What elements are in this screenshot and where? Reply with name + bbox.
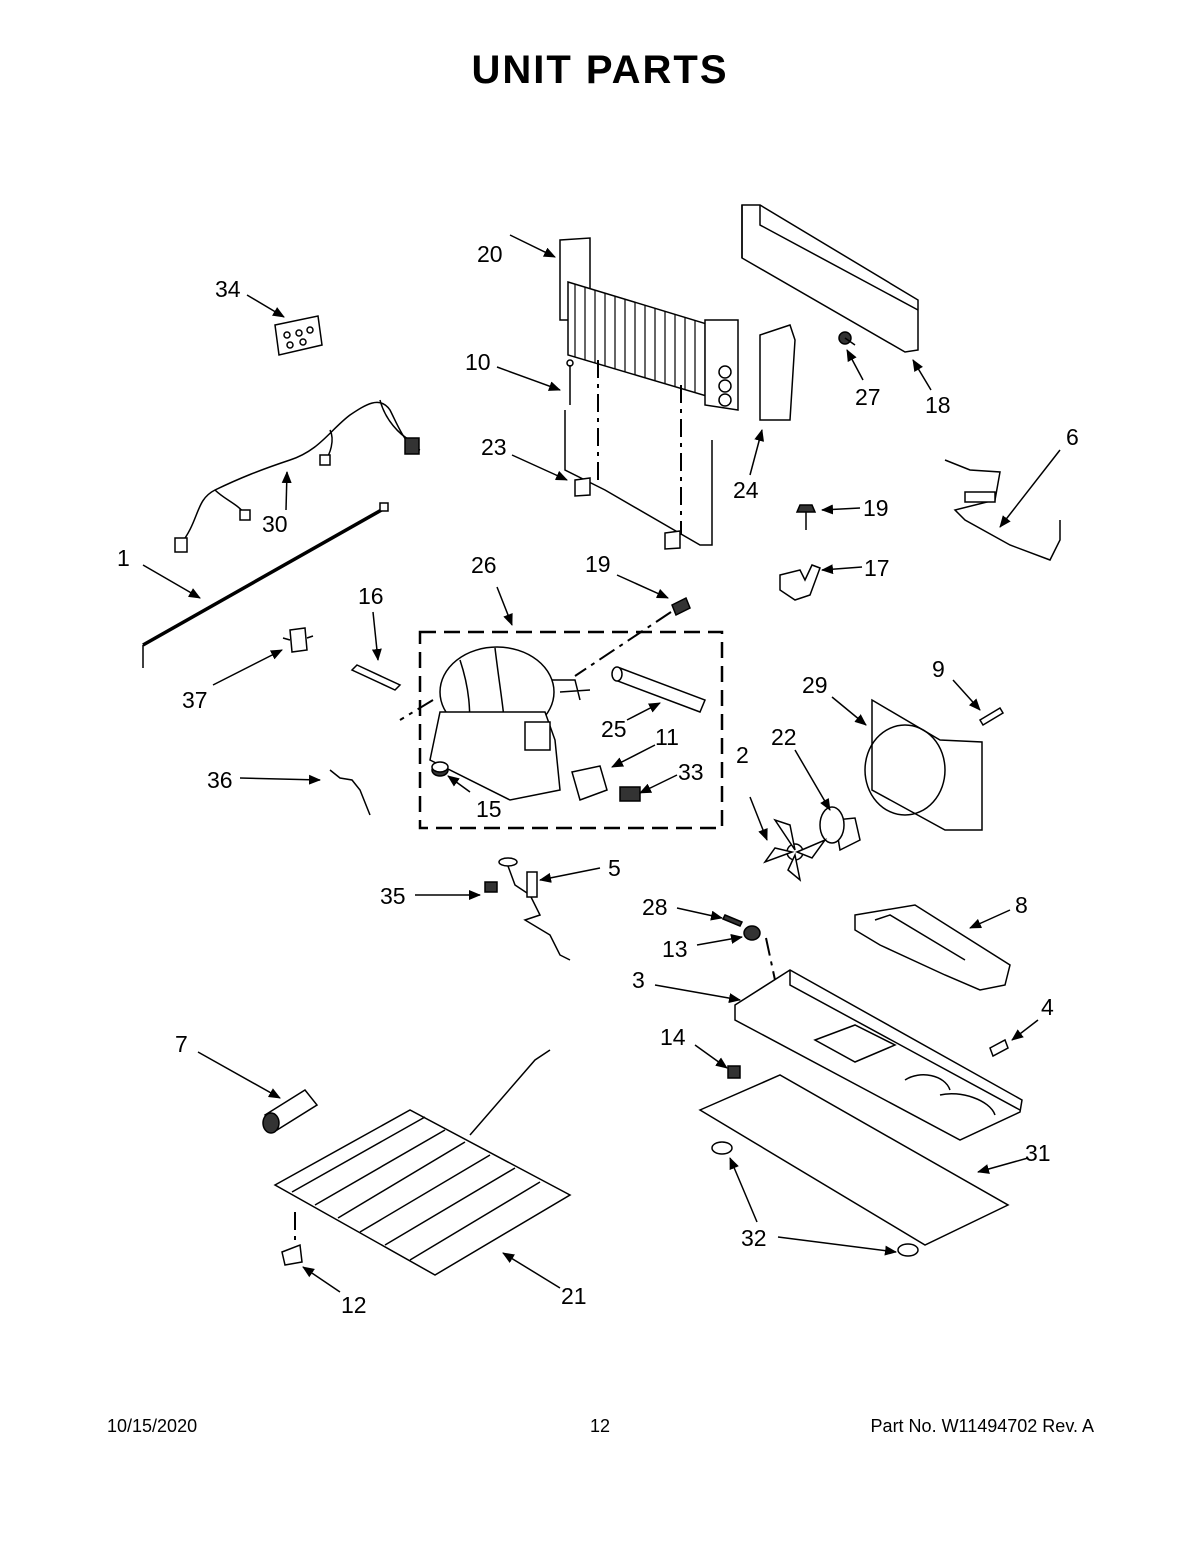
screw-compressor-part [671, 596, 691, 617]
callout-22: 22 [771, 724, 797, 750]
callout-31: 31 [1025, 1140, 1051, 1166]
footer-page-number: 12 [589, 1416, 611, 1436]
callout-7: 7 [175, 1031, 188, 1057]
callout-5: 5 [608, 855, 621, 881]
callout-33: 33 [678, 759, 704, 785]
control-board-part [274, 315, 323, 356]
wire-form-part [329, 769, 371, 816]
callout-6: 6 [1066, 424, 1079, 450]
rod-part [978, 706, 1005, 727]
base-screw-part [727, 1065, 741, 1079]
grommet-part [431, 761, 449, 777]
wire-part [142, 502, 389, 668]
mounting-clip-part [282, 627, 314, 653]
bushing-part [743, 925, 761, 941]
bolt-part [989, 1038, 1009, 1058]
drain-screw-part [484, 881, 498, 893]
drain-pan-part [854, 904, 1011, 991]
defrost-heater-part [564, 410, 713, 550]
callout-18: 18 [925, 392, 951, 418]
callout-34: 34 [215, 276, 241, 302]
callout-30: 30 [262, 511, 288, 537]
fan-blade-part [762, 818, 828, 882]
callout-29: 29 [802, 672, 828, 698]
callout-24: 24 [733, 477, 759, 503]
callout-16: 16 [358, 583, 384, 609]
leader-lines [142, 234, 1061, 1293]
evaporator-cover-part [741, 204, 919, 353]
callout-1: 1 [117, 545, 130, 571]
filter-drier-part [611, 666, 706, 713]
callout-19-upper: 19 [863, 495, 889, 521]
callout-9: 9 [932, 656, 945, 682]
tube-sleeve-part [262, 1089, 319, 1134]
wire-harness-part [174, 399, 421, 553]
condenser-coil-part [273, 1049, 572, 1276]
callout-11: 11 [655, 724, 679, 750]
relay-part [571, 765, 608, 801]
callout-20: 20 [477, 241, 503, 267]
relay-cover-part [619, 786, 641, 802]
callout-19-lower: 19 [585, 551, 611, 577]
drain-tube-part [498, 857, 571, 961]
callout-12: 12 [341, 1292, 367, 1318]
callout-37: 37 [182, 687, 208, 713]
compressor-group-outline [418, 630, 724, 830]
insulation-block-part [759, 324, 796, 421]
evaporator-part [559, 237, 739, 411]
defrost-sensor-part [566, 359, 574, 405]
callout-10: 10 [465, 349, 491, 375]
base-plate-part [734, 969, 1023, 1141]
clip-part [838, 331, 856, 346]
page-title: UNIT PARTS [471, 48, 729, 92]
callout-26: 26 [471, 552, 497, 578]
leveling-foot-part [711, 1141, 919, 1257]
footer-date: 10/15/2020 [107, 1416, 198, 1436]
callout-15: 15 [476, 796, 502, 822]
fan-motor-part [819, 806, 861, 852]
screw-upper-part [795, 504, 817, 530]
fan-shroud-part [864, 698, 983, 831]
callout-36: 36 [207, 767, 233, 793]
callout-numbers: 34 30 1 20 10 23 24 27 18 6 19 17 19 26 … [117, 241, 1079, 1318]
callout-3: 3 [632, 967, 645, 993]
callout-4: 4 [1041, 994, 1054, 1020]
callout-25: 25 [601, 716, 627, 742]
callout-32: 32 [741, 1225, 767, 1251]
callout-35: 35 [380, 883, 406, 909]
condenser-clip-part [281, 1243, 303, 1266]
callout-13: 13 [662, 936, 688, 962]
insulation-pad-part [698, 1074, 1010, 1246]
callout-28: 28 [642, 894, 668, 920]
spring-part [721, 914, 744, 927]
callout-27: 27 [855, 384, 881, 410]
compressor-part [429, 646, 591, 801]
callout-14: 14 [660, 1024, 686, 1050]
strap-part [350, 664, 402, 691]
callout-2: 2 [736, 742, 749, 768]
callout-8: 8 [1015, 892, 1028, 918]
tubing-part [944, 459, 1061, 561]
callout-23: 23 [481, 434, 507, 460]
footer-part-number: Part No. W11494702 Rev. A [870, 1416, 1094, 1436]
callout-21: 21 [561, 1283, 587, 1309]
bracket-part [779, 564, 821, 601]
callout-17: 17 [864, 555, 890, 581]
